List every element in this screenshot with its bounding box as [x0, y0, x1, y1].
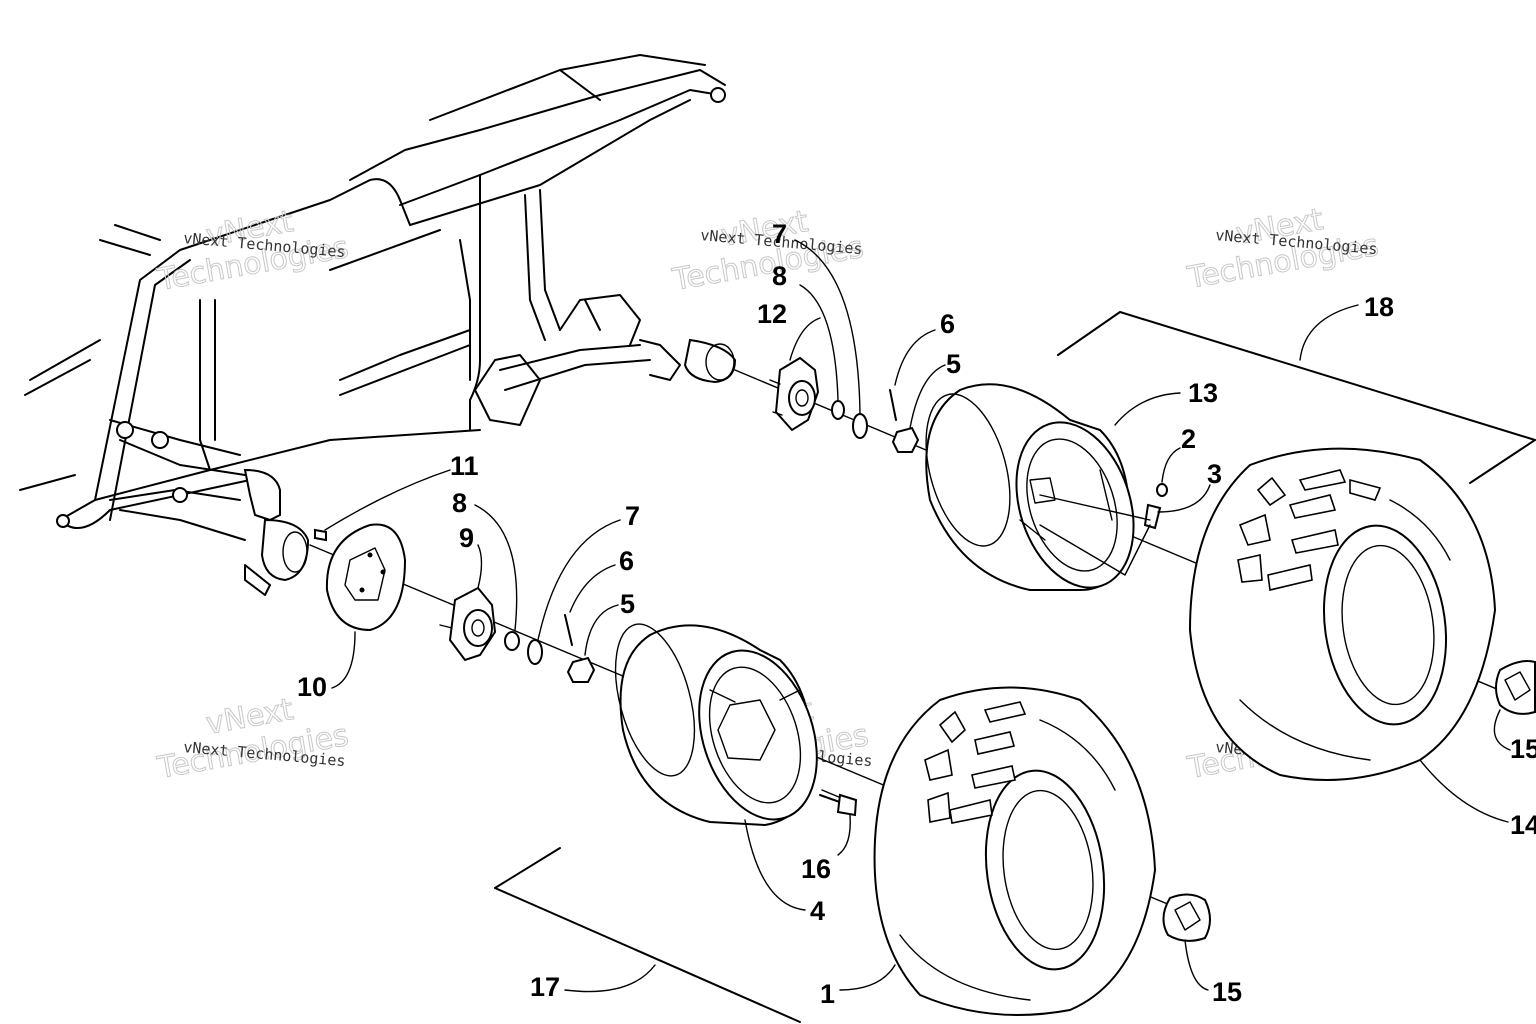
callout-14: 14 — [1510, 810, 1536, 840]
rear-castle-nut — [891, 426, 920, 453]
callout-17: 17 — [530, 972, 560, 1002]
callout-1: 1 — [820, 979, 835, 1009]
callout-16: 16 — [801, 854, 831, 884]
callout-5-front: 5 — [620, 589, 635, 619]
vehicle-frame — [19, 54, 737, 596]
rear-wheel-rim — [925, 383, 1135, 591]
valve-cap — [1156, 483, 1168, 497]
callout-labels: 1 2 3 4 5 5 6 6 7 7 8 8 9 10 11 12 13 14… — [297, 219, 1536, 1009]
callout-13: 13 — [1188, 378, 1218, 408]
callout-15-front: 15 — [1212, 977, 1242, 1007]
callout-2: 2 — [1181, 424, 1196, 454]
lug-bolt — [819, 789, 858, 817]
callout-15-rear: 15 — [1510, 734, 1536, 764]
callout-3: 3 — [1207, 459, 1222, 489]
callout-7-front: 7 — [625, 501, 640, 531]
front-seal — [504, 631, 520, 651]
front-cotter-pin — [564, 614, 573, 646]
callout-12: 12 — [757, 299, 787, 329]
callout-8-rear: 8 — [772, 261, 787, 291]
callout-7-rear: 7 — [772, 219, 787, 249]
rear-hub — [769, 356, 820, 432]
front-hub — [439, 586, 497, 662]
front-castle-nut — [566, 656, 596, 683]
front-tire — [873, 686, 1157, 1016]
callout-6-rear: 6 — [940, 309, 955, 339]
leader-lines — [324, 239, 1511, 993]
front-hub-cap — [1162, 893, 1211, 942]
callout-18: 18 — [1364, 292, 1394, 322]
callout-9: 9 — [459, 523, 474, 553]
callout-5-rear: 5 — [946, 349, 961, 379]
rear-cotter-pin — [889, 389, 897, 421]
valve-stem — [1143, 503, 1162, 530]
rear-tire — [1188, 447, 1497, 781]
front-washer — [527, 639, 543, 665]
callout-4: 4 — [810, 896, 825, 926]
callout-8-front: 8 — [452, 488, 467, 518]
callout-11: 11 — [450, 451, 479, 481]
front-wheel-rim — [614, 623, 818, 827]
rear-seal — [831, 400, 845, 420]
assembly-brackets — [494, 311, 1536, 1023]
rear-hub-cap — [1495, 660, 1536, 715]
brake-disc — [325, 523, 407, 632]
rear-washer — [852, 413, 868, 439]
callout-10: 10 — [297, 672, 327, 702]
callout-6-front: 6 — [619, 546, 634, 576]
brake-disc-bolt — [314, 528, 327, 542]
